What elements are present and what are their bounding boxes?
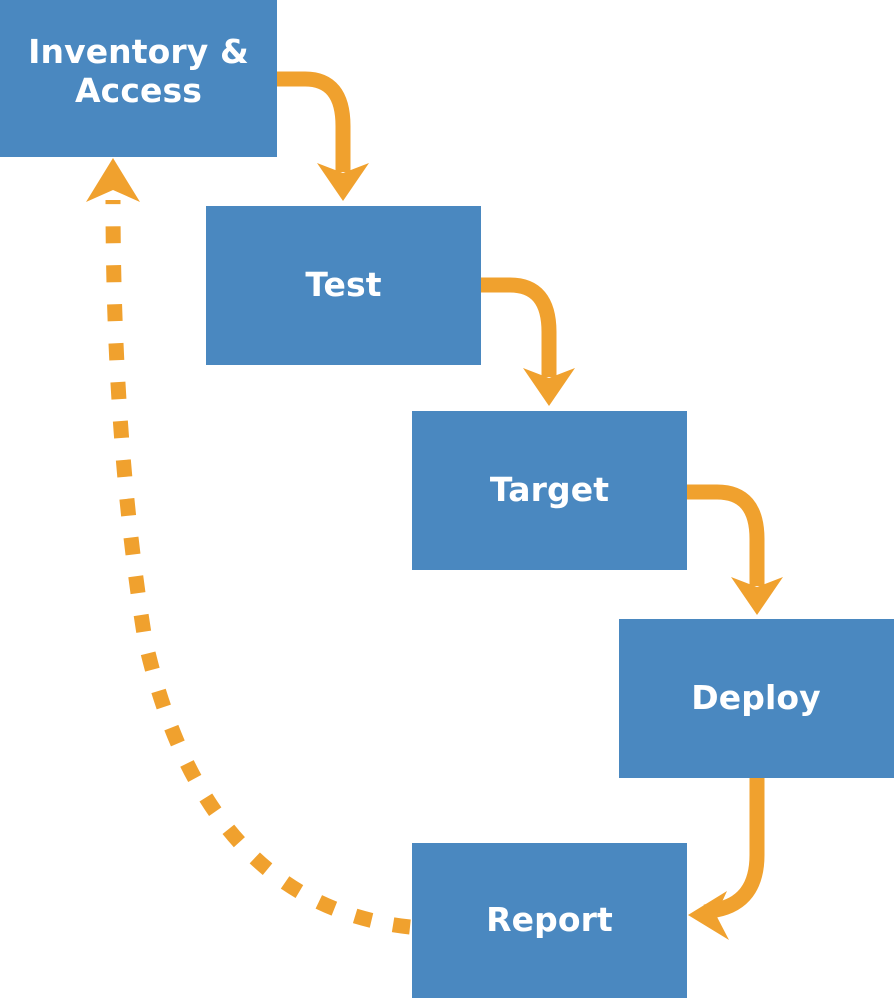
connector-deploy-to-report xyxy=(688,778,765,940)
node-target-label: Target xyxy=(489,470,610,510)
node-inventory-and-access[interactable]: Inventory & Access xyxy=(0,0,277,157)
connector-inventory-to-test xyxy=(277,71,369,201)
node-inventory-and-access-label: Inventory & Access xyxy=(28,31,249,110)
node-report-label: Report xyxy=(486,900,613,940)
node-target[interactable]: Target xyxy=(412,411,687,570)
connector-test-to-target xyxy=(481,277,575,406)
node-test[interactable]: Test xyxy=(206,206,481,365)
node-deploy[interactable]: Deploy xyxy=(619,619,894,778)
node-report[interactable]: Report xyxy=(412,843,687,998)
node-test-label: Test xyxy=(305,265,382,305)
connector-target-to-deploy xyxy=(687,484,783,615)
node-deploy-label: Deploy xyxy=(691,678,821,718)
